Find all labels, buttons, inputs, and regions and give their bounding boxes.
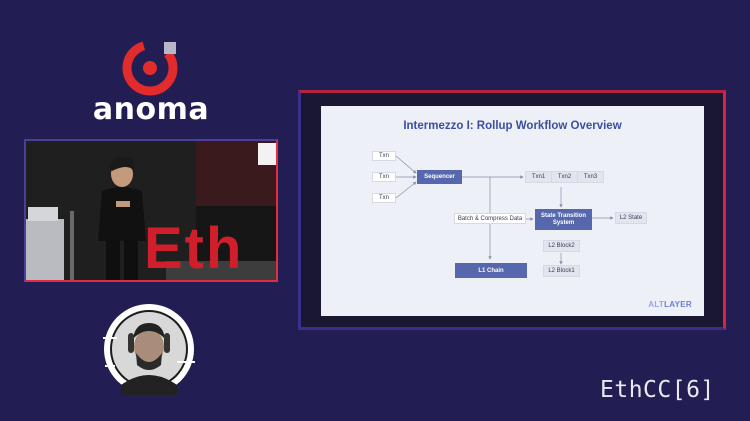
stf-label-line1: State Transition — [540, 212, 586, 219]
txn-node-2: Txn — [372, 172, 396, 182]
speaker-scene — [26, 141, 276, 280]
l2-block2-node: L2 Block2 — [543, 240, 580, 252]
altlayer-logo: ALTLAYER — [648, 300, 692, 309]
altlayer-logo-part-b: LAYER — [664, 300, 692, 309]
presenter-avatar — [103, 304, 195, 395]
l2-block1-node: L2 Block1 — [543, 265, 580, 277]
sequencer-node: Sequencer — [417, 170, 462, 184]
brand-wordmark: anoma — [92, 92, 210, 127]
batched-txn2: Txn2 — [551, 171, 578, 183]
slide-frame: Intermezzo I: Rollup Workflow Overview T… — [298, 90, 726, 330]
presentation-slide: Intermezzo I: Rollup Workflow Overview T… — [321, 106, 704, 316]
altlayer-logo-part-a: ALT — [648, 300, 665, 309]
state-transition-system-node: State Transition System — [535, 209, 592, 230]
stage-backdrop-text: Eth — [144, 216, 244, 281]
workflow-connectors — [395, 155, 614, 265]
batched-txn3: Txn3 — [577, 171, 604, 183]
speaker-video: Eth — [24, 139, 278, 282]
event-logo: EthCC[6] — [600, 377, 715, 403]
txn-node-1: Txn — [372, 151, 396, 161]
l2-state-node: L2 State — [615, 212, 647, 224]
anoma-logo-icon — [122, 40, 178, 96]
batched-txn1: Txn1 — [525, 171, 552, 183]
l1-chain-node: L1 Chain — [455, 263, 527, 278]
slide-title: Intermezzo I: Rollup Workflow Overview — [403, 120, 622, 132]
batch-compress-label: Batch & Compress Data — [454, 213, 526, 224]
stf-label-line2: System — [552, 219, 575, 226]
txn-node-3: Txn — [372, 193, 396, 203]
